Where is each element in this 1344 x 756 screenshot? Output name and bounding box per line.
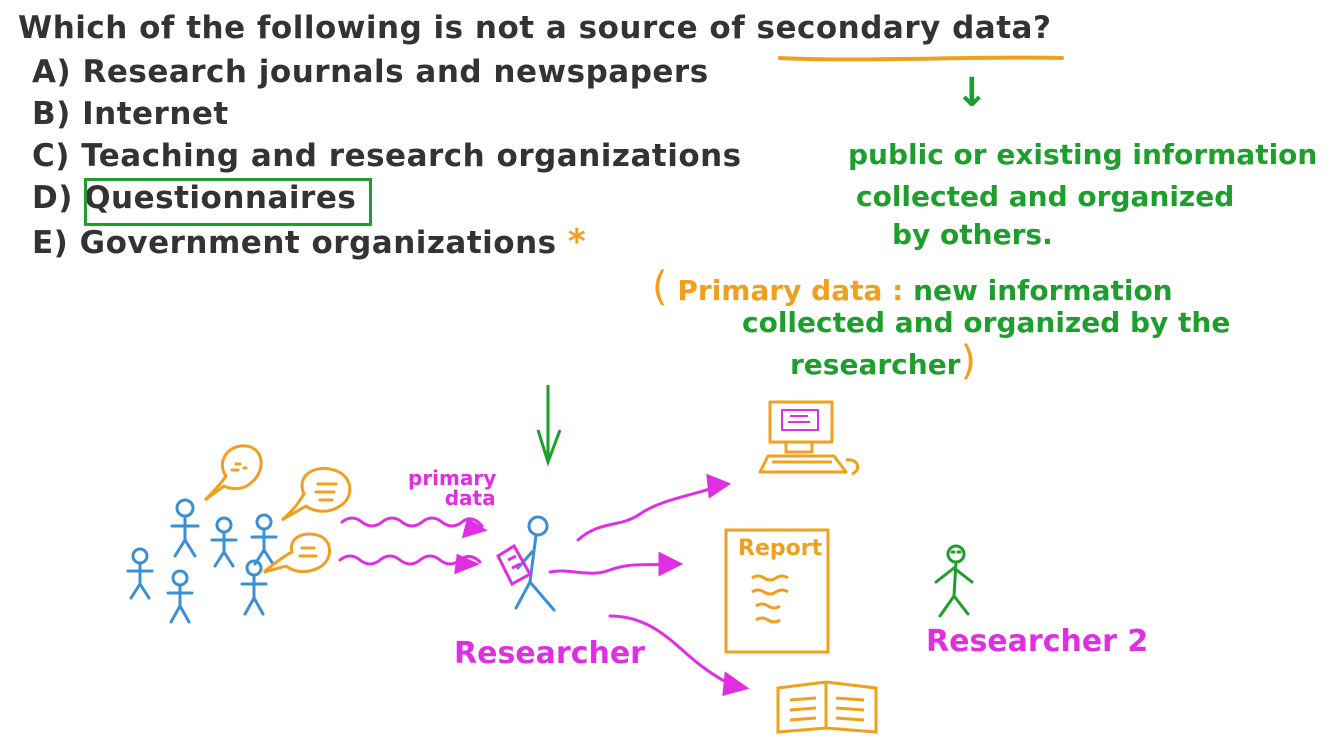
researcher-label: Researcher	[454, 636, 645, 671]
question-mark: ?	[1032, 10, 1052, 46]
person-icon	[240, 559, 268, 616]
person-icon	[166, 569, 194, 624]
speech-bubble-icon	[203, 444, 263, 502]
secondary-definition-line2: collected and organized	[856, 180, 1235, 213]
primary-data-label-line2: data	[444, 486, 496, 510]
option-letter: E)	[32, 225, 69, 261]
open-paren: (	[652, 264, 668, 310]
arrow-to-report	[548, 562, 668, 575]
wavy-arrow-icon	[340, 516, 484, 528]
option-letter: C)	[32, 138, 70, 174]
option-e: E) Government organizations *	[32, 222, 586, 262]
report-title: Report	[738, 536, 823, 561]
question-highlight: secondary data	[756, 10, 1033, 46]
option-label: Questionnaires	[84, 180, 357, 216]
option-c: C) Teaching and research organizations	[32, 138, 742, 174]
star-icon: *	[567, 222, 587, 262]
arrow-to-computer	[576, 486, 714, 542]
option-label: Research journals and newspapers	[82, 54, 709, 90]
person-icon	[170, 498, 200, 558]
option-label: Teaching and research organizations	[81, 138, 742, 174]
option-a: A) Research journals and newspapers	[32, 54, 709, 90]
primary-definition-line1: ( Primary data : new information	[652, 264, 1173, 310]
secondary-definition-line1: public or existing information	[848, 138, 1318, 171]
computer-icon	[758, 400, 860, 476]
speech-bubbles	[203, 444, 352, 574]
primary-data-label-line1: primary	[408, 466, 497, 490]
option-letter: B)	[32, 96, 71, 132]
option-letter: D)	[32, 180, 73, 216]
speech-bubble-icon	[281, 467, 352, 522]
arrow-to-book	[608, 614, 732, 686]
primary-data-colon: :	[892, 274, 904, 307]
output-arrows	[548, 473, 750, 697]
answer-highlight-box	[84, 178, 372, 226]
secondary-definition-line3: by others.	[892, 218, 1053, 251]
option-b: B) Internet	[32, 96, 229, 132]
report-icon	[724, 528, 830, 654]
person-icon	[210, 516, 238, 568]
person-icon	[126, 547, 154, 600]
crowd-figures	[126, 498, 278, 624]
wavy-arrows	[338, 516, 488, 575]
option-letter: A)	[32, 54, 72, 90]
question-text: Which of the following is not a source o…	[18, 10, 1051, 46]
primary-definition-line2: collected and organized by the	[742, 306, 1231, 339]
primary-definition-line3: researcher)	[790, 338, 976, 384]
speech-bubble-icon	[263, 532, 331, 574]
primary-definition-text1: new information	[913, 274, 1173, 307]
option-label: Government organizations	[79, 225, 557, 261]
arrow-down-icon: ↓	[955, 70, 989, 116]
document-icon	[496, 543, 533, 587]
primary-data-term: Primary data	[677, 274, 883, 307]
primary-definition-text3: researcher	[790, 348, 961, 381]
option-label: Internet	[82, 96, 229, 132]
researcher2-label: Researcher 2	[926, 624, 1149, 659]
researcher2-figure	[934, 544, 974, 618]
person-icon	[250, 513, 278, 566]
researcher-figure	[514, 515, 556, 612]
question-prefix: Which of the following is not a source o…	[18, 10, 746, 46]
primary-data-label: primary data	[408, 468, 496, 508]
book-icon	[776, 680, 878, 734]
option-d: D) Questionnaires	[32, 180, 356, 216]
close-paren: )	[960, 338, 977, 384]
down-arrow-icon	[536, 385, 562, 467]
secondary-data-underline	[778, 55, 1064, 62]
